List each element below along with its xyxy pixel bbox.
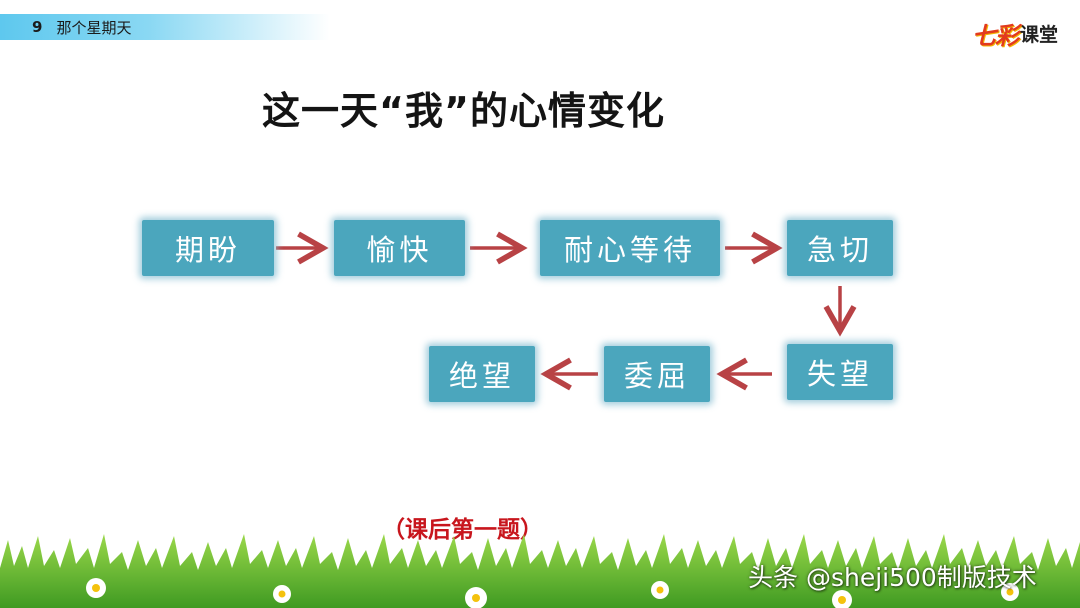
footnote-label: （课后第一题） — [382, 516, 543, 543]
flow-node-naixin-dengdai: 耐心等待 — [540, 220, 720, 276]
lesson-header-bar: 9 那个星期天 — [0, 14, 330, 40]
flow-node-juewang: 绝望 — [429, 346, 535, 402]
logo-plain-text: 课堂 — [1019, 23, 1058, 46]
daisy-flowers — [86, 578, 1019, 608]
grass-decoration — [0, 534, 1080, 608]
flow-node-shiwang: 失望 — [787, 344, 893, 400]
brand-logo: 七彩 课堂 — [972, 16, 1058, 50]
flow-node-jiqie: 急切 — [787, 220, 893, 276]
lesson-number: 9 — [32, 18, 43, 36]
lesson-title: 那个星期天 — [56, 18, 132, 37]
watermark-text: 头条 @sheji500制版技术 — [748, 563, 1037, 592]
flow-node-weiqu: 委屈 — [604, 346, 710, 402]
page-title: 这一天“我”的心情变化 — [262, 89, 665, 133]
flow-node-yukuai: 愉快 — [334, 220, 465, 276]
flow-node-qipan: 期盼 — [142, 220, 274, 276]
logo-fancy-text: 七彩 — [971, 20, 1019, 50]
